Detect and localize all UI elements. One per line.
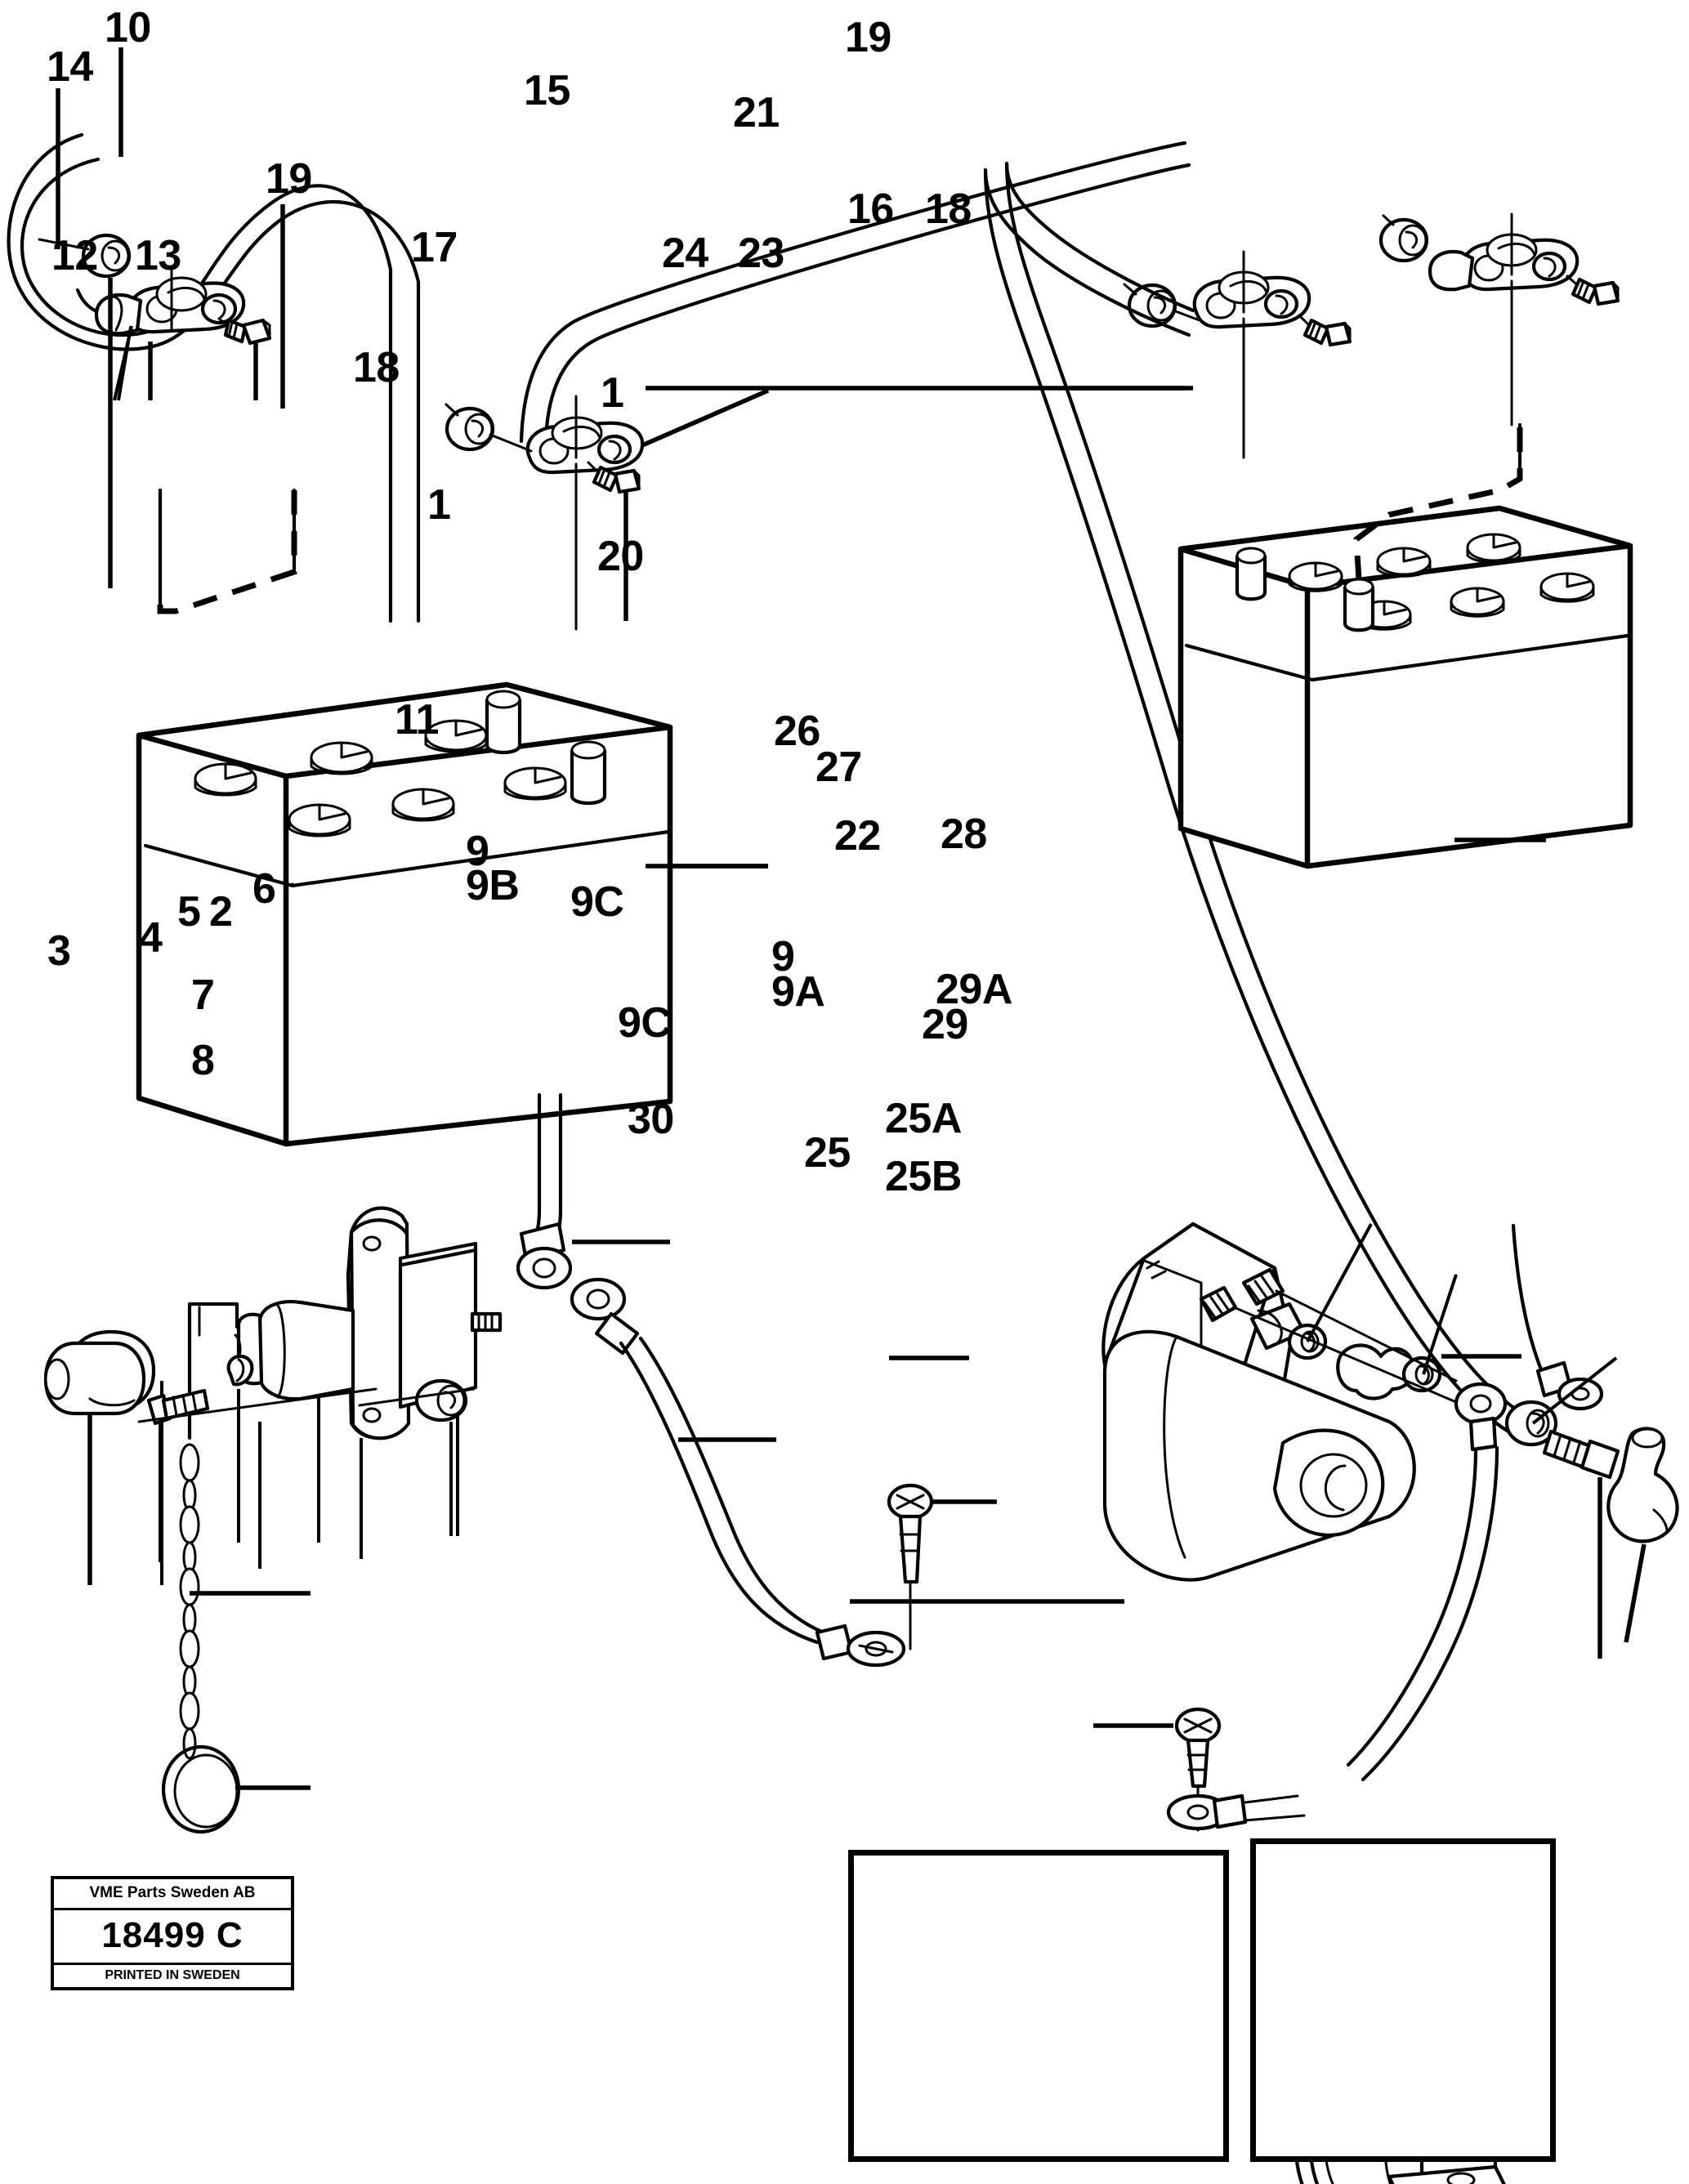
chain-7 [179,1334,311,1760]
bolt-13 [219,318,272,346]
callout-9-left: 9 [466,828,489,875]
lock-washer-5 [226,1354,254,1543]
callout-4: 4 [139,914,163,962]
callout-9B: 9B [466,862,520,909]
starter-motor [850,837,1679,1782]
nut-19-upperright [1378,214,1429,263]
title-block-footer: PRINTED IN SWEDEN [105,1968,240,1982]
callout-15: 15 [524,67,570,114]
callout-22: 22 [834,812,881,860]
callout-5: 5 [177,888,201,936]
cable-eyelet-starter [1454,1382,1508,1452]
callout-7: 7 [191,971,215,1019]
battery-posts-left [485,690,607,806]
callout-2: 2 [209,888,233,936]
callout-25B: 25B [885,1153,962,1200]
callout-28: 28 [941,811,987,858]
inset-box-terminal-cover [848,1850,1229,2162]
cable-9A [850,1445,1499,1782]
callout-24: 24 [662,230,708,277]
callout-13: 13 [135,232,181,279]
cable-21 [983,161,1195,337]
bolt-18-left [587,461,641,494]
bolt-23 [1298,314,1352,347]
battery-posts-right [1235,547,1375,632]
ring-8 [161,1744,311,1834]
rubber-cap-3 [43,1329,156,1585]
bolt-18-right [1566,275,1620,306]
callout-25A: 25A [885,1095,962,1142]
title-block: VME Parts Sweden AB 18499 C PRINTED IN S… [51,1876,294,1990]
callout-26: 26 [774,708,820,755]
callout-30: 30 [628,1096,674,1143]
terminal-post-26 [1199,1267,1328,1360]
terminal-clamp-21 [1192,250,1311,459]
screw-9C-lower [1093,1707,1306,1832]
callout-1-right-battery: 1 [601,369,624,417]
callout-1-left-battery: 1 [427,481,451,529]
nut-14 [38,233,132,279]
callout-27: 27 [815,744,862,791]
callout-20: 20 [597,533,644,580]
callout-19-center-left: 19 [266,155,312,203]
leader-lines-center [280,204,770,621]
short-cable-22 [889,1223,1604,1411]
leader-lines-topleft [56,47,258,588]
title-block-company: VME Parts Sweden AB [54,1879,291,1910]
terminal-clamp-17 [525,395,645,631]
cable-eyelet-left [815,1623,906,1668]
bolt-29 [1542,1429,1620,1659]
callout-25: 25 [804,1129,851,1177]
cable-11 [516,1092,670,1290]
terminal-clamp-12 [94,268,246,336]
callout-29A: 29A [936,966,1012,1013]
callout-9C-upper: 9C [570,878,624,926]
cable-9B [570,1277,842,1645]
nut-6 [414,1378,468,1536]
callout-17: 17 [411,224,458,271]
battery-left [136,681,768,1147]
callout-3: 3 [47,927,71,975]
callout-18-center-left: 18 [353,344,400,391]
callout-9A: 9A [771,968,825,1016]
callout-6: 6 [252,865,276,913]
callout-21: 21 [733,89,780,136]
callout-14: 14 [47,43,93,91]
callout-19-upper-right: 19 [845,14,891,61]
dashed-link-left [157,490,297,614]
leaders-starter [1306,1223,1618,1425]
callout-9-right: 9 [771,933,795,980]
callout-12: 12 [51,232,98,279]
callout-18-upper-right: 18 [925,185,972,233]
nut-19-left [445,403,533,453]
cable-15 [519,141,1191,444]
battery-caps-left [194,719,567,837]
screw-4 [146,1388,210,1562]
nut-24 [1123,283,1201,328]
callout-10: 10 [105,4,151,51]
inset-box-cable-clamp [1250,1838,1556,2162]
callout-8: 8 [191,1037,215,1084]
callout-16: 16 [847,185,894,233]
battery-right [646,386,1633,869]
terminal-clamp-16 [1428,212,1580,427]
rubber-boot-29A [1606,1427,1679,1643]
callout-9C-lower: 9C [618,999,672,1047]
screw-9C-left [887,1483,997,1650]
title-block-drawing-number: 18499 C [54,1910,291,1965]
callout-23: 23 [738,230,784,277]
callout-29: 29 [922,1001,968,1048]
callout-11: 11 [395,696,439,744]
